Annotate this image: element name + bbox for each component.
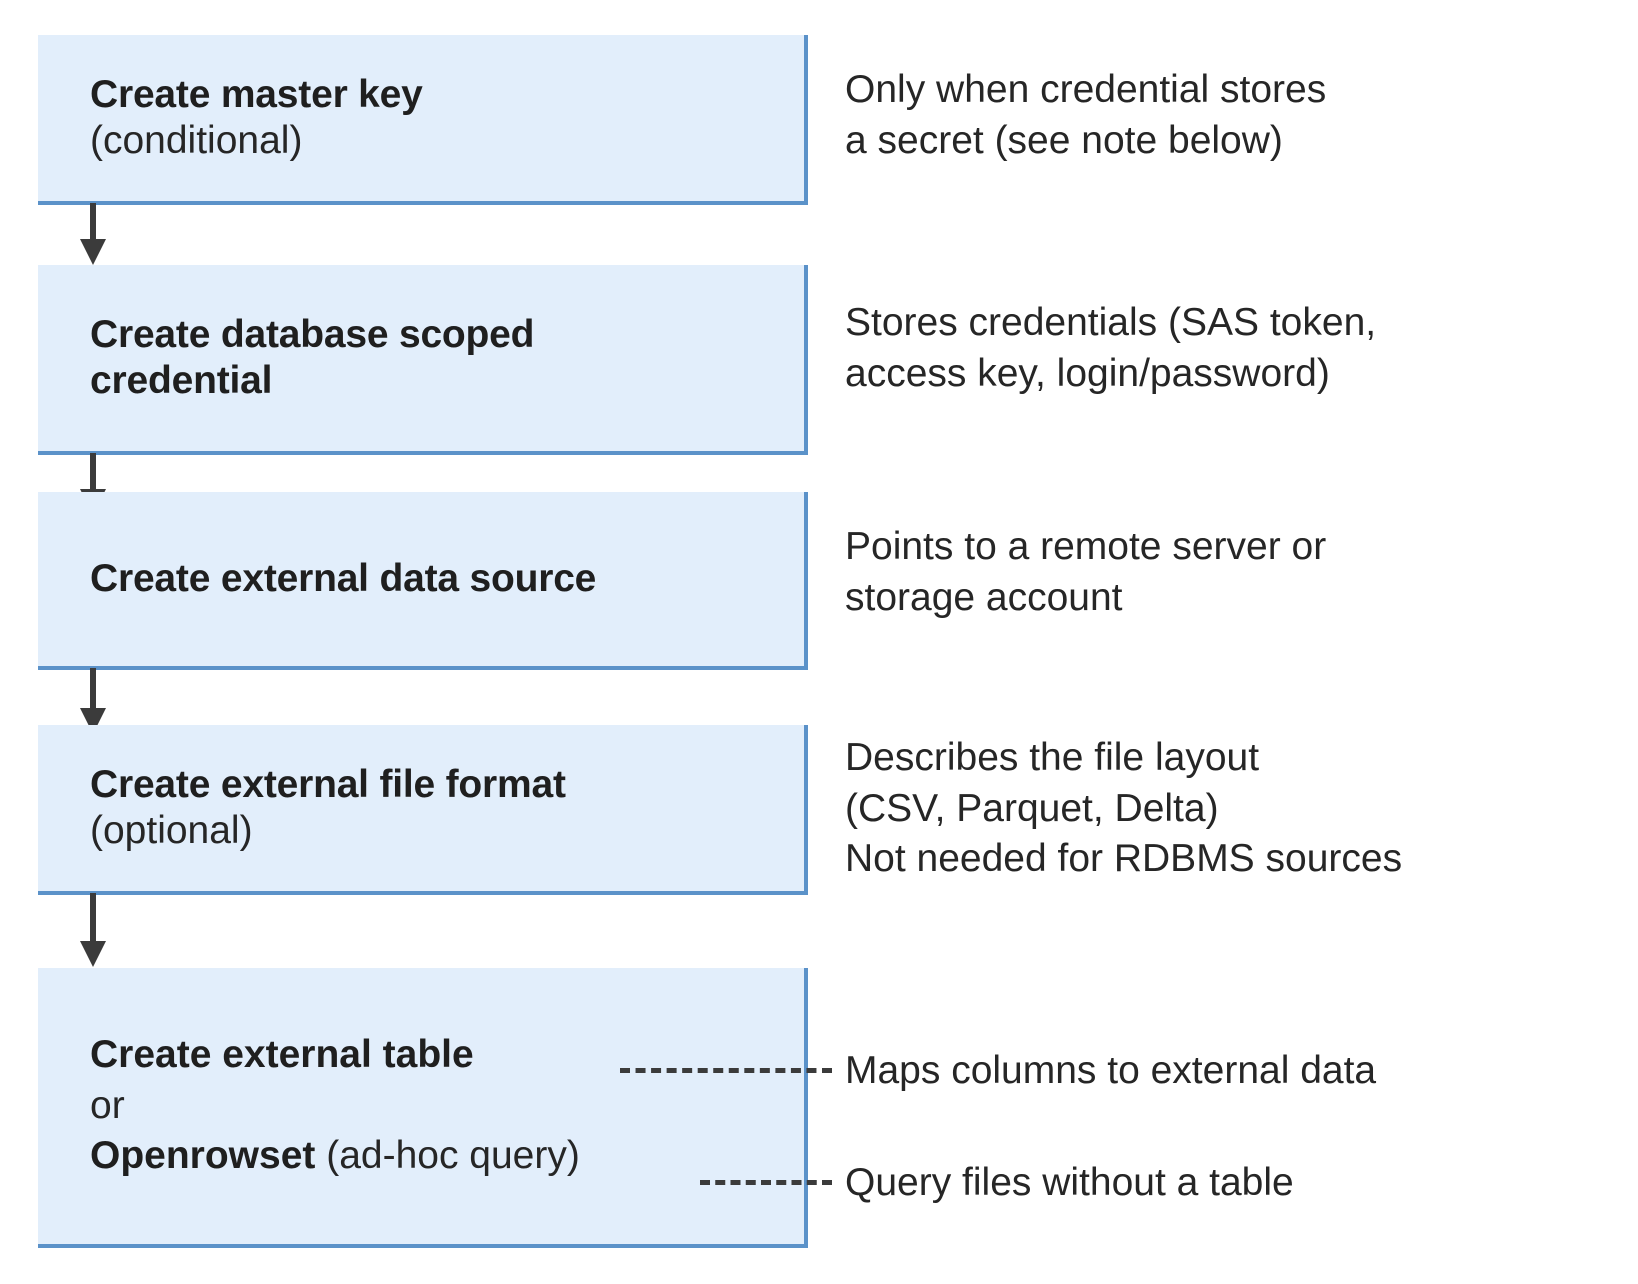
step-title-bold: Create external table bbox=[90, 1032, 474, 1076]
arrow-down-icon bbox=[80, 203, 106, 265]
annotation-create-master-key: Only when credential stores a secret (se… bbox=[845, 65, 1326, 166]
step-subtitle: (optional) bbox=[90, 809, 253, 852]
annotation-line: Describes the file layout bbox=[845, 736, 1260, 779]
annotation-line: Only when credential stores bbox=[845, 68, 1327, 111]
annotation-create-external-data-source: Points to a remote server or storage acc… bbox=[845, 522, 1326, 623]
arrow-head bbox=[80, 239, 106, 265]
annotation-line: (CSV, Parquet, Delta) bbox=[845, 786, 1219, 830]
step-title: Create database scoped bbox=[90, 312, 535, 356]
step-title: Create external data source bbox=[90, 556, 597, 600]
step-title-bold: Openrowset bbox=[90, 1134, 316, 1178]
step-box-create-external-table-or-openrowset[interactable]: Create external table or Openrowset (ad-… bbox=[38, 968, 808, 1248]
annotation-line: a secret (see note below) bbox=[845, 118, 1283, 162]
step-box-create-external-file-format[interactable]: Create external file format (optional) bbox=[38, 725, 808, 895]
step-title: Create master key bbox=[90, 72, 423, 116]
step-subtitle: (conditional) bbox=[90, 119, 303, 162]
dashed-connector-openrowset bbox=[700, 1180, 832, 1185]
step-title-continued: credential bbox=[90, 359, 273, 402]
arrow-shaft bbox=[90, 668, 96, 708]
step-title-or: or bbox=[90, 1083, 125, 1127]
annotation-create-database-scoped-credential: Stores credentials (SAS token, access ke… bbox=[845, 298, 1376, 399]
annotation-openrowset: Query files without a table bbox=[845, 1161, 1294, 1204]
step-box-create-external-data-source[interactable]: Create external data source bbox=[38, 492, 808, 670]
annotation-line: Not needed for RDBMS sources bbox=[845, 837, 1403, 881]
annotation-line: Stores credentials (SAS token, bbox=[845, 301, 1377, 344]
step-title-openrowset: Openrowset (ad-hoc query) bbox=[90, 1131, 804, 1182]
step-title-rest: (ad-hoc query) bbox=[315, 1134, 580, 1178]
dashed-connector-external-table bbox=[620, 1068, 832, 1073]
step-box-create-database-scoped-credential[interactable]: Create database scoped credential bbox=[38, 265, 808, 455]
arrow-shaft bbox=[90, 453, 96, 489]
step-box-create-master-key[interactable]: Create master key (conditional) bbox=[38, 35, 808, 205]
annotation-line: Points to a remote server or bbox=[845, 525, 1327, 568]
arrow-shaft bbox=[90, 203, 96, 239]
arrow-shaft bbox=[90, 893, 96, 941]
annotation-line: storage account bbox=[845, 575, 1123, 619]
step-title: Create external file format bbox=[90, 762, 566, 806]
annotation-line: access key, login/password) bbox=[845, 351, 1330, 395]
annotation-create-external-table: Maps columns to external data bbox=[845, 1049, 1377, 1092]
step-title-create-external-table: Create external table bbox=[90, 1030, 804, 1081]
arrow-down-icon bbox=[80, 893, 106, 971]
annotation-create-external-file-format: Describes the file layout (CSV, Parquet,… bbox=[845, 733, 1402, 885]
arrow-head bbox=[80, 941, 106, 967]
